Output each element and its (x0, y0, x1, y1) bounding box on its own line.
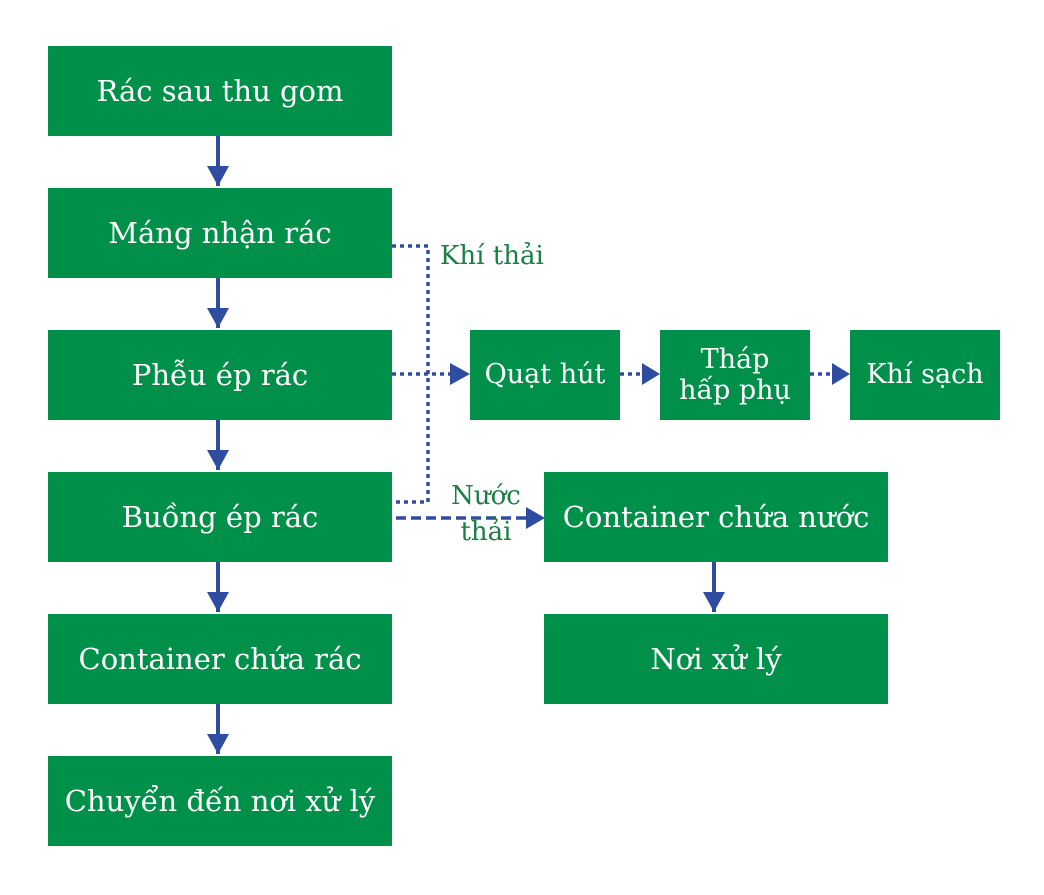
box-collected-waste: Rác sau thu gom (48, 46, 392, 136)
gas-collection-lines (392, 244, 832, 504)
box-compaction-chamber: Buồng ép rác (48, 472, 392, 562)
arrowhead-to-water-container (526, 507, 545, 529)
arrowhead-to-fan (450, 363, 470, 385)
box-receiving-chute: Máng nhận rác (48, 188, 392, 278)
box-water-container: Container chứa nước (544, 472, 888, 562)
box-clean-gas: Khí sạch (850, 330, 1000, 420)
box-suction-fan-label: Quạt hút (484, 358, 606, 390)
label-exhaust-gas: Khí thải (440, 241, 544, 271)
box-suction-fan: Quạt hút (470, 330, 620, 420)
box-adsorption-tower-label-line2: hấp phụ (679, 375, 791, 406)
arrowhead-to-clean (832, 363, 850, 385)
label-wastewater-line1: Nước (451, 481, 521, 511)
box-receiving-chute-label: Máng nhận rác (108, 215, 332, 250)
arrowhead-to-tower (642, 363, 660, 385)
box-waste-container-label: Container chứa rác (78, 641, 362, 676)
box-waste-container: Container chứa rác (48, 614, 392, 704)
box-clean-gas-label: Khí sạch (866, 358, 984, 390)
box-transfer-to-treatment-label: Chuyển đến nơi xử lý (64, 783, 376, 818)
label-wastewater-line2: thải (460, 516, 512, 547)
box-water-container-label: Container chứa nước (562, 499, 870, 534)
gas-arrowheads (450, 363, 850, 385)
box-compaction-hopper: Phễu ép rác (48, 330, 392, 420)
box-treatment-site: Nơi xử lý (544, 614, 888, 704)
label-wastewater: Nước thải (436, 481, 536, 548)
box-compaction-hopper-label: Phễu ép rác (131, 357, 309, 392)
box-adsorption-tower-label-line1: Tháp (700, 343, 770, 375)
main-flow-arrows (207, 136, 725, 754)
box-compaction-chamber-label: Buồng ép rác (121, 499, 319, 534)
box-treatment-site-label: Nơi xử lý (650, 641, 782, 676)
box-transfer-to-treatment: Chuyển đến nơi xử lý (48, 756, 392, 846)
box-adsorption-tower: Tháp hấp phụ (660, 330, 810, 420)
box-collected-waste-label: Rác sau thu gom (96, 73, 344, 108)
